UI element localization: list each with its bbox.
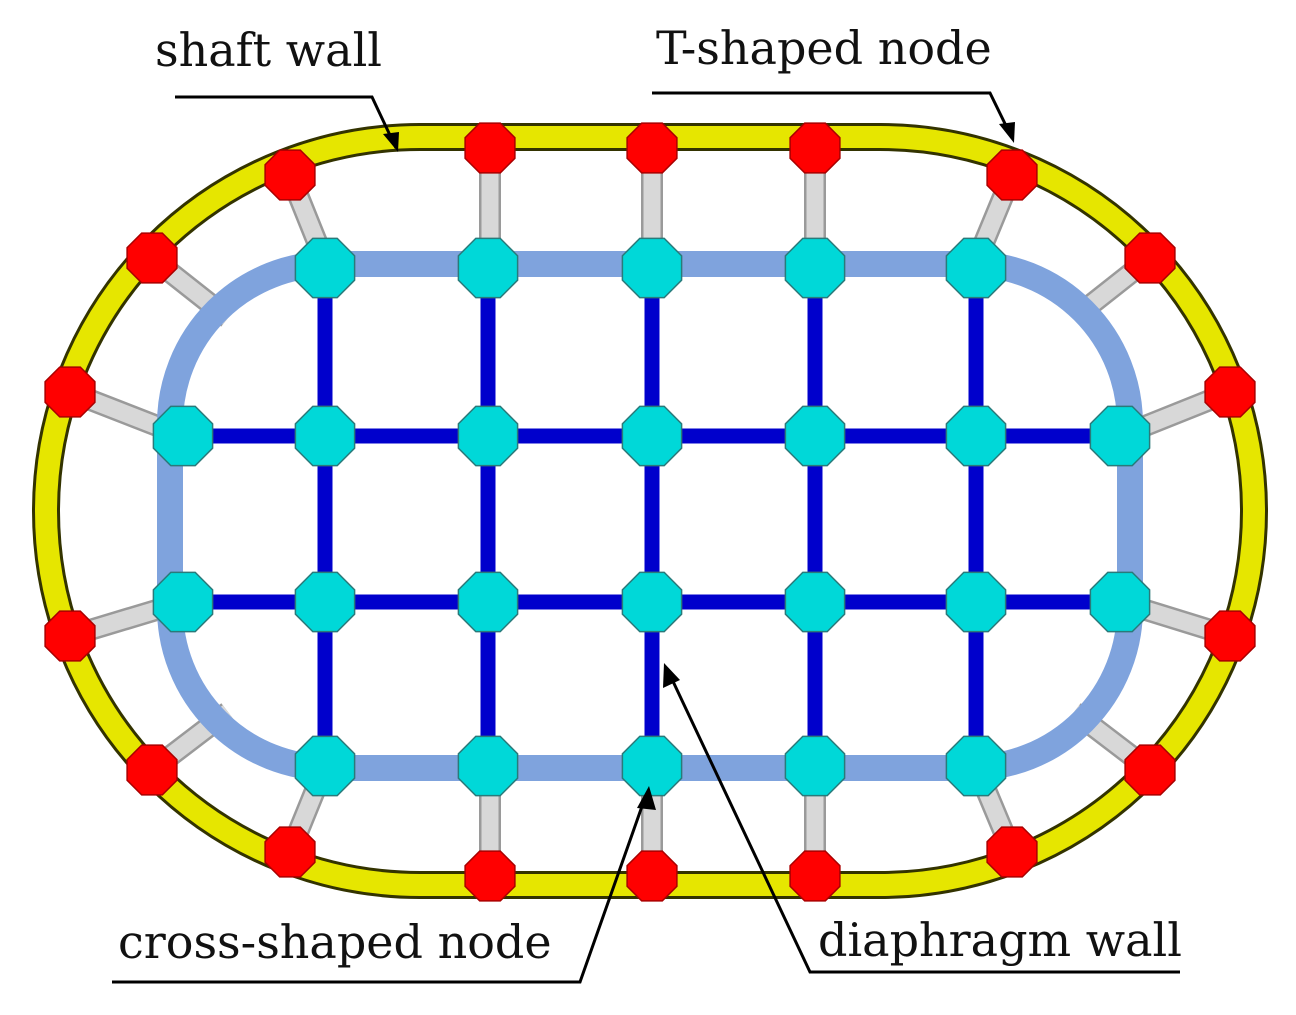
label-diaphragm-wall: diaphragm wall xyxy=(818,913,1182,967)
cross-shaped-node xyxy=(784,405,846,467)
t-shaped-node xyxy=(1204,610,1256,662)
diaphragm-walls xyxy=(183,268,1120,766)
cross-shaped-node xyxy=(1089,571,1151,633)
t-shaped-node xyxy=(464,850,516,902)
t-shaped-node xyxy=(264,149,316,201)
cross-shaped-node xyxy=(621,237,683,299)
t-shaped-node xyxy=(626,122,678,174)
cross-shaped-node xyxy=(457,571,519,633)
t-shaped-node xyxy=(789,850,841,902)
t-node-leader xyxy=(652,91,1014,139)
cross-shaped-node xyxy=(294,571,356,633)
cross-shaped-node xyxy=(945,571,1007,633)
t-shaped-node xyxy=(986,826,1038,878)
cross-node-arrowhead xyxy=(637,786,656,810)
cross-shaped-node xyxy=(457,735,519,797)
shaft-wall xyxy=(32,123,1268,899)
cross-shaped-node xyxy=(294,735,356,797)
cross-shaped-node xyxy=(1089,405,1151,467)
t-shaped-node xyxy=(1204,366,1256,418)
t-shaped-node xyxy=(44,610,96,662)
t-shaped-node xyxy=(1124,744,1176,796)
t-node-arrowhead xyxy=(999,122,1015,143)
cross-shaped-node xyxy=(457,405,519,467)
cross-shaped-nodes xyxy=(152,237,1151,797)
cross-shaped-node xyxy=(945,237,1007,299)
diaphragm-wall-leader xyxy=(668,674,1180,974)
cross-shaped-node xyxy=(294,237,356,299)
t-shaped-node xyxy=(126,232,178,284)
shaft-wall-arrowhead xyxy=(383,132,399,152)
t-shaped-node xyxy=(986,149,1038,201)
label-t-shaped-node: T-shaped node xyxy=(656,21,992,75)
t-shaped-node xyxy=(264,826,316,878)
t-shaped-nodes xyxy=(44,122,1256,902)
t-shaped-node xyxy=(789,122,841,174)
t-shaped-node xyxy=(44,366,96,418)
cross-node-leader xyxy=(112,794,648,984)
cross-shaped-node xyxy=(784,237,846,299)
diaphragm-wall-arrowhead xyxy=(663,663,680,688)
cross-shaped-node xyxy=(152,571,214,633)
shaft-wall-leader xyxy=(175,95,398,149)
cross-shaped-node xyxy=(152,405,214,467)
shaft-wall-fill xyxy=(35,126,1265,896)
cross-shaped-node xyxy=(784,571,846,633)
cross-shaped-node xyxy=(945,735,1007,797)
t-shaped-node xyxy=(464,122,516,174)
t-shaped-node xyxy=(1124,232,1176,284)
cross-shaped-node xyxy=(621,571,683,633)
cross-shaped-node xyxy=(784,735,846,797)
label-shaft-wall: shaft wall xyxy=(155,23,382,77)
cross-shaped-node xyxy=(621,735,683,797)
cross-shaped-node xyxy=(457,237,519,299)
label-cross-shaped-node: cross-shaped node xyxy=(118,915,552,969)
t-shaped-node xyxy=(126,744,178,796)
t-shaped-node xyxy=(626,850,678,902)
cross-shaped-node xyxy=(945,405,1007,467)
cross-shaped-node xyxy=(294,405,356,467)
leader-lines xyxy=(112,91,1180,984)
cross-shaped-node xyxy=(621,405,683,467)
